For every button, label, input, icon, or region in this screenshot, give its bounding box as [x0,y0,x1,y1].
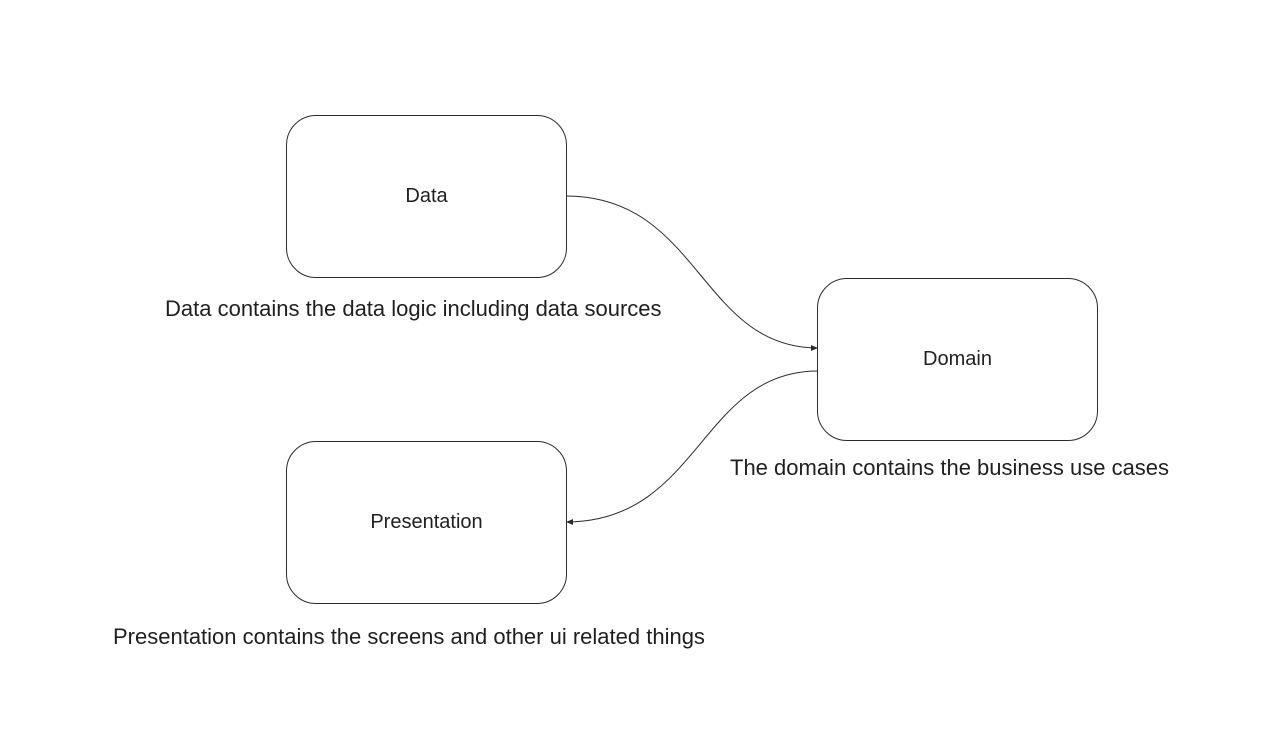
caption-data: Data contains the data logic including d… [165,296,662,321]
edge-data-to-domain[interactable] [565,195,819,351]
caption-domain: The domain contains the business use cas… [730,455,1170,480]
edge-domain-to-presentation[interactable] [565,370,819,525]
node-domain[interactable]: Domain [817,278,1098,441]
node-domain-label: Domain [923,348,992,370]
node-data-label: Data [405,185,448,207]
node-data[interactable]: Data [286,115,567,278]
caption-presentation: Presentation contains the screens and ot… [113,624,705,649]
node-presentation-label: Presentation [370,511,483,533]
node-presentation[interactable]: Presentation [286,441,567,604]
